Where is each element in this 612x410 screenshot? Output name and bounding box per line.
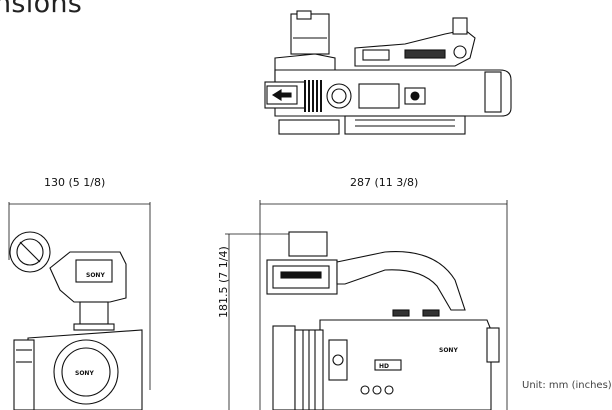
sony-logo-side: SONY: [439, 347, 458, 354]
height-dimension-label: 181.5 (7 1/4): [217, 246, 230, 318]
sony-logo-hood: SONY: [75, 370, 94, 377]
camera-top-view: [264, 10, 512, 135]
length-dimension-label: 287 (11 3/8): [350, 176, 419, 189]
camera-front-view: SONY SONY: [8, 202, 151, 410]
width-dimension-label: 130 (5 1/8): [44, 176, 106, 189]
hd-badge: HD: [379, 363, 389, 370]
sony-logo-front: SONY: [86, 272, 105, 279]
unit-note: Unit: mm (inches): [522, 380, 612, 391]
camera-side-view: HD SONY: [225, 200, 508, 410]
page-title: nsions: [0, 0, 83, 19]
